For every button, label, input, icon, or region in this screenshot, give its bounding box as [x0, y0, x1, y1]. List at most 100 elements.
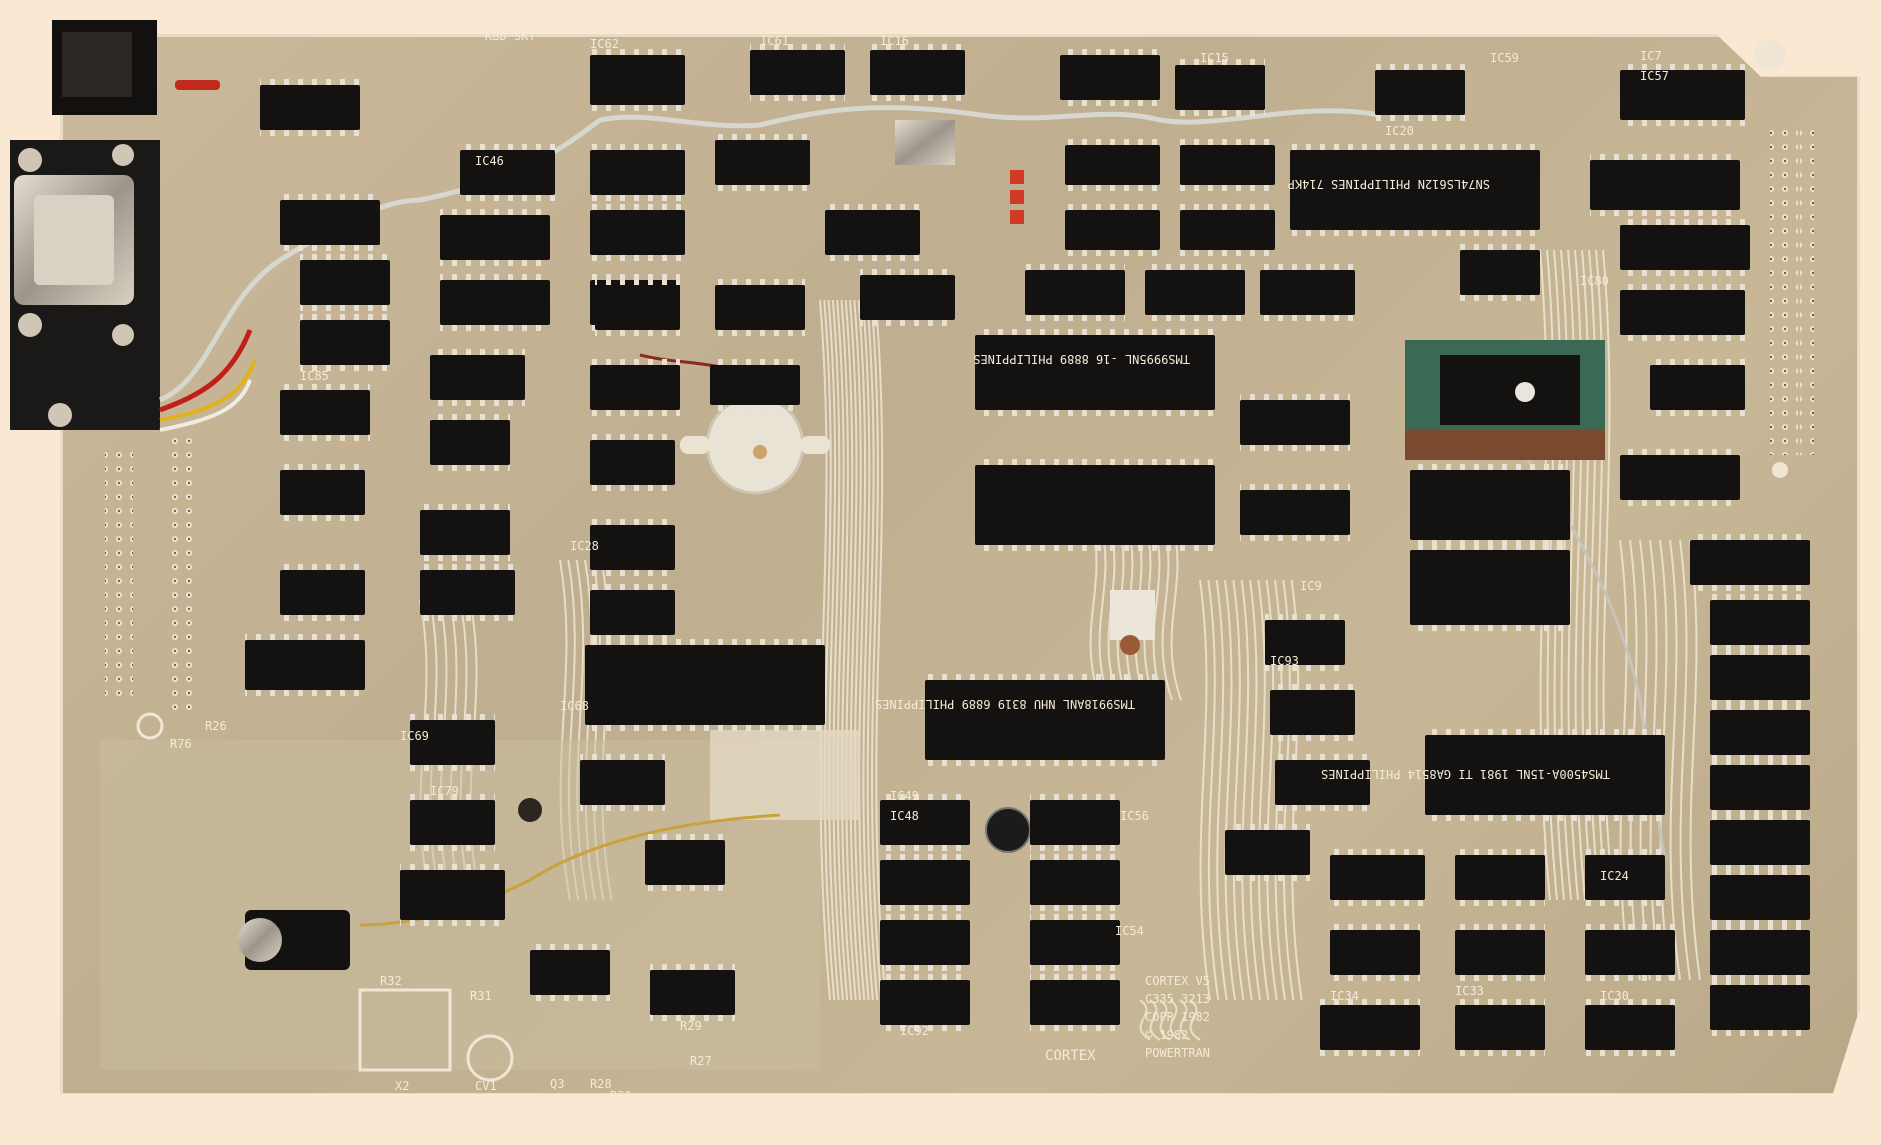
ic-chip-51	[400, 870, 505, 920]
ic-chip-82-pins-bottom	[1710, 755, 1810, 761]
pcb-pad-area	[710, 730, 860, 820]
ic-chip-58-pins-bottom	[1030, 845, 1120, 851]
ic-chip-1	[750, 50, 845, 95]
ic-chip-71-pins-bottom	[1455, 900, 1545, 906]
ic-chip-59-pins-top	[1030, 854, 1120, 860]
ic-chip-60-pins-top	[1030, 914, 1120, 920]
trace-1-13	[874, 299, 887, 1001]
din-socket-face	[62, 32, 132, 97]
ic-chip-34-pins-top	[1620, 284, 1745, 290]
trace-1-3	[831, 299, 844, 1001]
ic-chip-21	[300, 320, 390, 365]
ic-chip-22-pins-top	[590, 359, 680, 365]
large-ic-chip-4	[1425, 735, 1665, 815]
silk-label-ic61: IC61	[760, 34, 789, 48]
ic-chip-80-pins-top	[1710, 594, 1810, 600]
ic-chip-4-pins-bottom	[1175, 110, 1265, 116]
ic-chip-57-pins-top	[880, 974, 970, 980]
buzzer-tab-right	[800, 436, 830, 454]
ic-chip-15-pins-bottom	[300, 305, 390, 311]
ic-chip-50-pins-bottom	[645, 885, 725, 891]
ic-chip-32-pins-top	[1590, 154, 1740, 160]
ic-chip-41	[420, 510, 510, 555]
wire-red	[159, 329, 253, 413]
ic-chip-20-pins-bottom	[825, 255, 920, 261]
ic-chip-60-pins-bottom	[1030, 965, 1120, 971]
copyright-line-5: POWERTRAN	[1145, 1046, 1210, 1060]
trace-2-1	[1207, 579, 1220, 1001]
ic-chip-63-pins-bottom	[1620, 500, 1740, 506]
ic-chip-29-pins-bottom	[1145, 315, 1245, 321]
ic-chip-43	[590, 525, 675, 570]
ic-chip-55-pins-bottom	[880, 905, 970, 911]
ic-chip-46-pins-top	[245, 634, 365, 640]
ic-chip-75-pins-bottom	[1585, 975, 1675, 981]
large-ic-chip-3-pins-bottom	[585, 725, 825, 731]
ic-chip-20	[825, 210, 920, 255]
ic-chip-67-pins-bottom	[1270, 735, 1355, 741]
ic-chip-48-pins-bottom	[410, 845, 495, 851]
ic-chip-56	[880, 920, 970, 965]
silk-label-ic92: IC92	[900, 1024, 929, 1038]
silk-label-ic79: IC79	[430, 784, 459, 798]
pin-header-left	[105, 450, 133, 700]
ic-chip-89-pins-bottom	[1410, 625, 1570, 631]
ic-chip-24	[1065, 145, 1160, 185]
silk-label-r28: R28	[590, 1077, 612, 1091]
silk-label-r76: R76	[170, 737, 192, 751]
board-name: CORTEX	[1045, 1048, 1096, 1064]
ic-chip-35-pins-bottom	[1290, 230, 1540, 236]
ic-chip-1-pins-top	[750, 44, 845, 50]
ic-chip-16-pins-bottom	[440, 325, 550, 331]
ic-chip-85-pins-bottom	[1710, 920, 1810, 926]
ic-chip-47-pins-top	[410, 714, 495, 720]
diode-red	[175, 80, 220, 90]
trace-1-2	[827, 299, 840, 1001]
trace-1-11	[866, 299, 879, 1001]
trace-2-4	[1232, 579, 1245, 1001]
ic-chip-87-pins-top	[1710, 979, 1810, 985]
ic-chip-88-pins-top	[1410, 464, 1570, 470]
ic-chip-36-pins-top	[280, 384, 370, 390]
ic-chip-44-pins-top	[590, 584, 675, 590]
crt-controller-marking: TMS9918ANL NHU 8319 6889 PHILIPPINES	[875, 697, 1135, 711]
ic-chip-36	[280, 390, 370, 435]
ic-chip-30-pins-top	[1260, 264, 1355, 270]
ic-chip-55	[880, 860, 970, 905]
silk-label-ic80: IC80	[1580, 274, 1609, 288]
mount-hole-left	[136, 712, 164, 740]
ic-chip-12	[280, 200, 380, 245]
crystal-outline	[466, 1034, 514, 1082]
dsub-screw-top-right	[112, 144, 134, 166]
ic-chip-64-pins-top	[1240, 394, 1350, 400]
ic-chip-31	[1460, 250, 1540, 295]
ic-chip-89	[1410, 550, 1570, 625]
ic-chip-8	[460, 150, 555, 195]
silk-label-x2: X2	[395, 1079, 409, 1093]
trace-1-5	[840, 299, 853, 1001]
eprom-adapter-resistors	[1405, 430, 1605, 460]
ic-chip-88	[1410, 470, 1570, 540]
ic-chip-0-pins-top	[590, 49, 685, 55]
large-ic-chip-0-pins-bottom	[975, 410, 1215, 416]
ic-chip-67-pins-top	[1270, 684, 1355, 690]
trace-1-0	[819, 299, 831, 1001]
ic-chip-17-pins-top	[595, 279, 680, 285]
ic-chip-18-pins-top	[715, 279, 805, 285]
ic-chip-68-pins-top	[1275, 754, 1370, 760]
ic-chip-33	[1620, 225, 1750, 270]
ic-chip-57	[880, 980, 970, 1025]
ic-chip-76-pins-bottom	[1320, 1050, 1420, 1056]
silk-label-ic69: IC69	[400, 729, 429, 743]
trace-7-7	[1689, 539, 1701, 981]
ic-chip-21-pins-bottom	[300, 365, 390, 371]
ic-chip-32-pins-bottom	[1590, 210, 1740, 216]
silk-label-ic49: IC49	[890, 789, 919, 803]
silk-label-ic24: IC24	[1600, 869, 1629, 883]
ic-chip-9	[590, 150, 685, 195]
ic-chip-11-pins-bottom	[590, 255, 685, 261]
ic-chip-0-pins-bottom	[590, 105, 685, 111]
large-ic-chip-4-pins-top	[1425, 729, 1665, 735]
ic-chip-47	[410, 720, 495, 765]
